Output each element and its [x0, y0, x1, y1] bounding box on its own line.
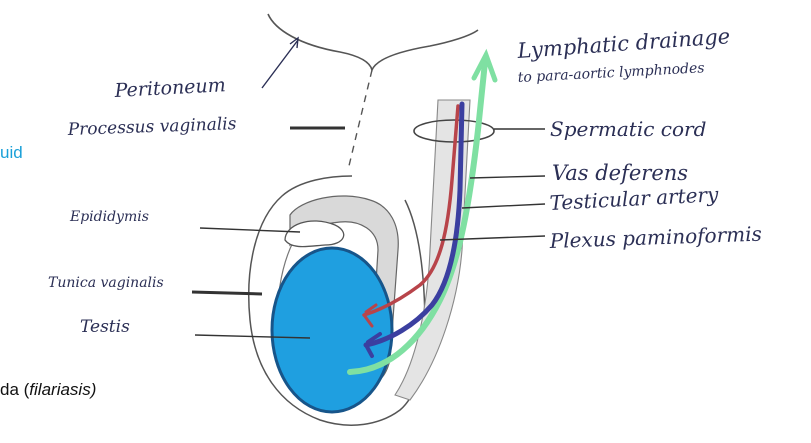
- slide-text-fluid: uid: [0, 143, 23, 163]
- peritoneum-arrow: [262, 38, 298, 88]
- label-epididymis: Epididymis: [69, 209, 149, 225]
- epididymis-leader: [200, 228, 300, 232]
- slide-text-filariasis: da (filariasis): [0, 380, 96, 400]
- filariasis-italic: filariasis): [29, 380, 96, 399]
- tunica-vaginalis-leader: [192, 292, 262, 294]
- label-plexus-pampiniformis: Plexus paminoformis: [548, 222, 762, 253]
- label-vas-deferens: Vas deferens: [552, 161, 688, 185]
- peritoneum-line: [268, 14, 478, 70]
- processus-vaginalis-line: [348, 70, 372, 170]
- label-testis: Testis: [80, 317, 130, 337]
- label-lymphatic-drainage: Lymphatic drainage: [516, 24, 731, 63]
- label-processus-vaginalis: Processus vaginalis: [66, 114, 237, 140]
- label-peritoneum: Peritoneum: [113, 74, 226, 102]
- filariasis-prefix: da (: [0, 380, 29, 399]
- label-para-aortic: to para-aortic lymphnodes: [517, 60, 705, 86]
- label-spermatic-cord: Spermatic cord: [550, 117, 706, 141]
- label-testicular-artery: Testicular artery: [549, 182, 720, 215]
- testis-shape: [272, 248, 392, 412]
- vas-deferens-leader: [470, 176, 545, 178]
- label-tunica-vaginalis: Tunica vaginalis: [48, 275, 164, 291]
- testicular-artery-leader: [462, 204, 545, 208]
